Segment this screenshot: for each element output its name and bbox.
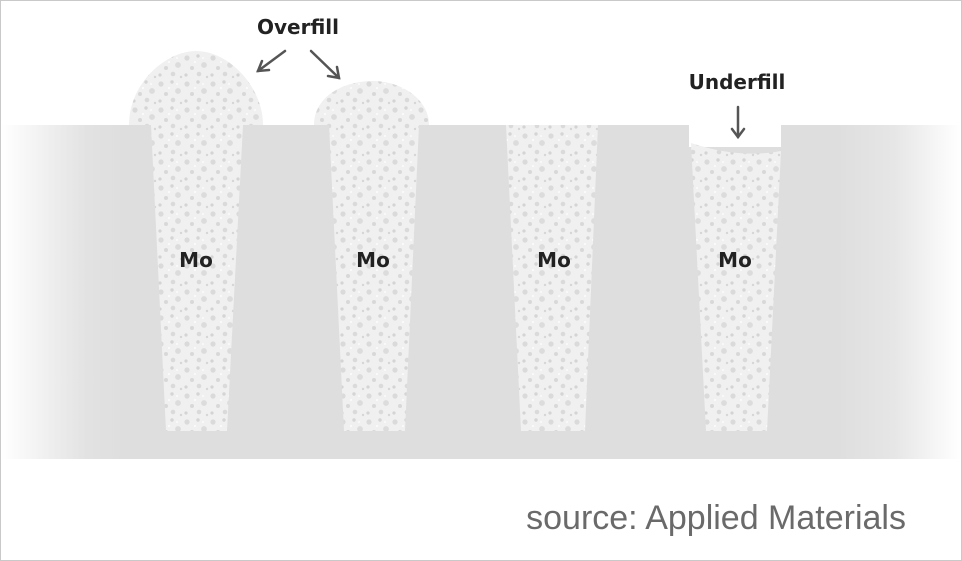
overfill-arrow-right-icon [309,49,341,80]
via-label-3: Mo [537,248,571,272]
via-1-cap [129,51,263,125]
via-label-2: Mo [356,248,390,272]
via-4-fill [691,143,781,431]
via-fill-diagram: Mo Mo Mo Mo Overfill Underfill [1,15,961,459]
via-4-underfill [689,119,781,431]
via-2-cap [314,81,429,125]
underfill-label: Underfill [689,70,786,94]
via-3-fill [506,125,598,431]
underfill-arrow-icon [730,105,746,140]
via-2-overfill [314,81,429,431]
via-2-fill [329,125,419,431]
overfill-label: Overfill [257,15,339,39]
substrate-layer [1,125,961,459]
via-1-overfill [129,51,263,431]
source-caption: source: Applied Materials [526,499,906,537]
via-3-filled [506,125,598,431]
via-label-1: Mo [179,248,213,272]
via-1-fill [151,125,243,431]
overfill-arrow-left-icon [256,49,287,73]
via-label-4: Mo [718,248,752,272]
